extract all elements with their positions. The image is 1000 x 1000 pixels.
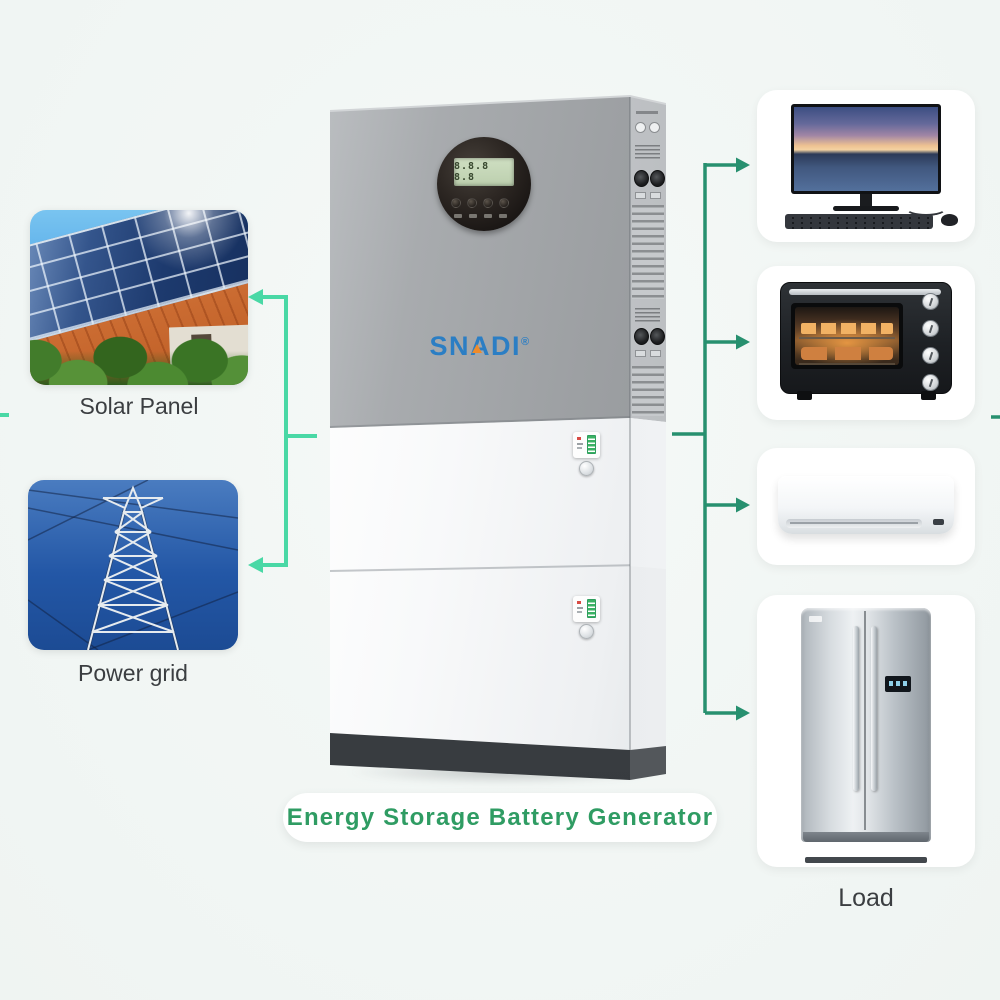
side-label-text xyxy=(636,111,658,114)
socket-label xyxy=(650,192,661,199)
power-socket xyxy=(650,328,665,345)
monitor xyxy=(791,104,941,194)
load-air-conditioner xyxy=(757,448,975,565)
load-refrigerator xyxy=(757,595,975,867)
fridge-base-bar xyxy=(805,857,927,863)
battery-level-indicator xyxy=(587,435,596,454)
socket-label xyxy=(635,350,646,357)
display-button xyxy=(499,198,509,208)
battery-module-1-side xyxy=(630,418,666,569)
lcd-screen: 8.8.8 8.8 xyxy=(454,158,514,186)
product-title: Energy Storage Battery Generator xyxy=(283,793,717,842)
battery-module-2-side xyxy=(630,566,666,750)
power-button xyxy=(579,461,594,476)
warning-label xyxy=(635,308,660,322)
solar-panel-label: Solar Panel xyxy=(79,393,199,419)
fridge-logo xyxy=(809,616,822,622)
brand-triangle-accent xyxy=(472,344,482,353)
oven-glass xyxy=(795,307,899,365)
fridge-handle xyxy=(871,626,877,791)
display-button-labels xyxy=(454,214,514,218)
keyboard xyxy=(785,214,933,229)
front-side-edge xyxy=(629,97,631,750)
monitor-stand xyxy=(860,194,872,207)
display-button xyxy=(483,198,493,208)
power-socket xyxy=(634,170,649,187)
oven-knob xyxy=(922,320,939,337)
socket-label xyxy=(650,350,661,357)
oven-rack xyxy=(799,337,895,339)
brand-logo: SNADI® xyxy=(415,331,545,362)
transmission-tower-illustration xyxy=(28,480,238,650)
oven-body xyxy=(780,282,952,400)
input-arrowheads xyxy=(248,289,263,573)
fridge-door-seam xyxy=(864,611,866,830)
registered-mark: ® xyxy=(520,336,531,348)
bread xyxy=(801,323,893,334)
fridge-display xyxy=(885,676,911,692)
ac-indicator xyxy=(933,519,944,525)
oven-foot xyxy=(921,391,936,400)
monitor-base xyxy=(833,206,899,211)
bread xyxy=(801,347,893,360)
fridge-body xyxy=(801,608,931,842)
load-label: Load xyxy=(838,884,894,912)
solar-panel-photo xyxy=(30,210,248,385)
oven-handle xyxy=(789,289,941,295)
power-grid-photo xyxy=(28,480,238,650)
product-title-text: Energy Storage Battery Generator xyxy=(286,803,714,831)
display-button xyxy=(451,198,461,208)
fridge-plinth xyxy=(803,832,929,842)
socket-label xyxy=(635,192,646,199)
mouse xyxy=(941,214,958,226)
output-arrowheads xyxy=(736,157,750,721)
power-button xyxy=(579,624,594,639)
oven-foot xyxy=(797,391,812,400)
ac-vent xyxy=(786,519,922,528)
load-desktop-computer xyxy=(757,90,975,242)
monitor-screen xyxy=(794,107,938,191)
oven-knob xyxy=(922,374,939,391)
power-socket xyxy=(650,170,665,187)
oven-window xyxy=(791,303,903,369)
battery-status-panel xyxy=(573,432,600,458)
bushes xyxy=(30,335,248,385)
oven-knob xyxy=(922,293,939,310)
battery-generator-unit: 8.8.8 8.8 SNADI® xyxy=(329,88,666,788)
antenna-connector xyxy=(649,122,660,133)
display-buttons xyxy=(451,198,517,208)
oven-knob xyxy=(922,347,939,364)
battery-level-indicator xyxy=(587,599,596,618)
oven-rack xyxy=(799,363,895,365)
power-grid-label: Power grid xyxy=(78,660,188,686)
ac-body xyxy=(778,476,954,534)
antenna-connector xyxy=(635,122,646,133)
unit-base-side xyxy=(630,746,666,780)
power-socket xyxy=(634,328,649,345)
display-button xyxy=(467,198,477,208)
vent-grille xyxy=(632,366,664,416)
warning-label xyxy=(635,145,660,161)
battery-status-panel xyxy=(573,596,600,622)
load-electric-oven xyxy=(757,266,975,420)
vent-grille xyxy=(632,205,664,299)
lcd-display: 8.8.8 8.8 xyxy=(437,137,531,231)
fridge-handle xyxy=(853,626,859,791)
